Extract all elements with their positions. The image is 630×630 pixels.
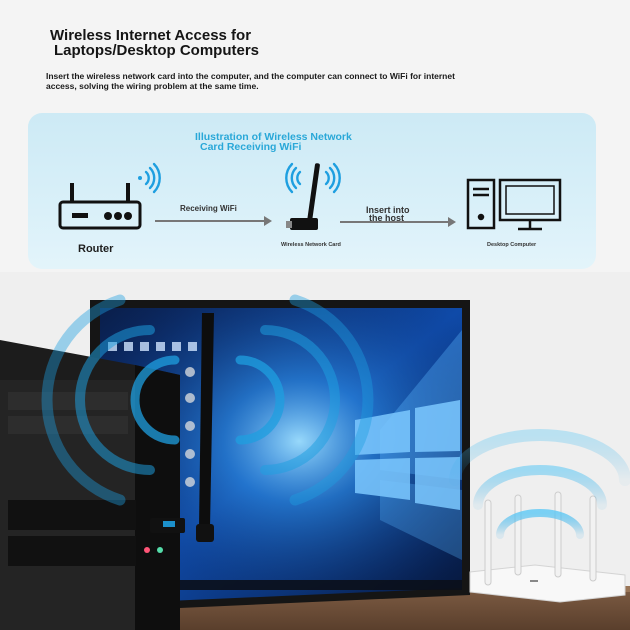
arrow-card-to-host [340,217,456,227]
router-wifi-waves [449,429,630,539]
title-line-1: Wireless Internet Access for [50,27,252,44]
card-wifi-signal-icon [285,162,341,194]
router-label: Router [78,243,114,255]
desktop-computer-icon [466,178,562,231]
usb-wifi-adapter-icon [286,163,320,230]
wifi-signal-icon [138,162,161,194]
intro-text: Insert the wireless network card into th… [46,71,455,91]
adapter-wifi-waves [41,294,374,506]
arrow-router-to-card [155,216,272,226]
receiving-wifi-label: Receiving WiFi [180,204,237,213]
windows-logo-icon [355,400,460,510]
page-title: Wireless Internet Access for Laptops/Des… [50,28,259,58]
monitor [90,300,470,612]
title-line-2: Laptops/Desktop Computers [54,42,260,59]
illustration-title-line-1: Illustration of Wireless Network [195,131,352,143]
insert-into-line-2: the host [369,213,404,223]
router-icon [58,183,142,230]
insert-into-line-1: Insert into [366,205,410,215]
wireless-card-label: Wireless Network Card [281,242,341,248]
illustration-title-line-2: Card Receiving WiFi [200,141,302,153]
illustration-title: Illustration of Wireless Network Card Re… [195,131,395,153]
photo-scene [0,272,630,630]
insert-into-host-label: Insert into the host [366,205,410,223]
desktop-computer-label: Desktop Computer [487,242,537,248]
